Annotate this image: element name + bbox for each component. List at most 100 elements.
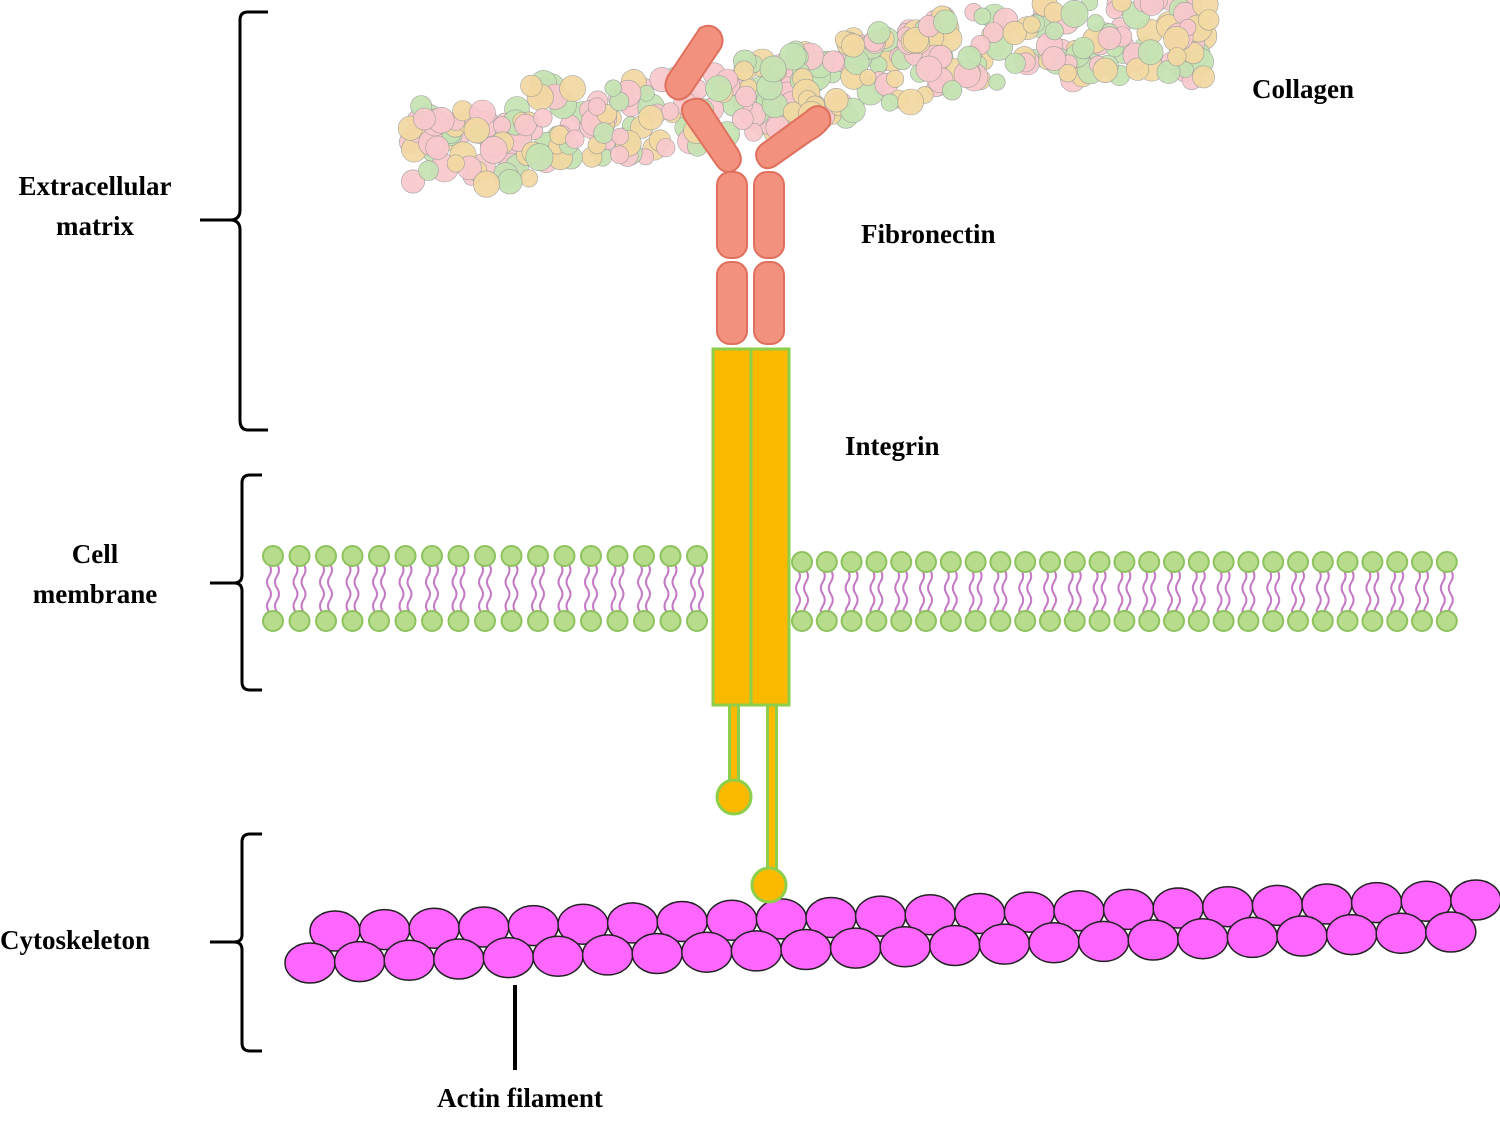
lipid-tail — [1439, 569, 1446, 619]
actin-monomer — [433, 938, 485, 980]
lipid-tail — [1216, 569, 1223, 619]
lipid-tail — [894, 569, 901, 619]
lipid-tail — [398, 563, 405, 613]
lipid-tail — [539, 563, 545, 613]
lipid-tail — [1067, 569, 1074, 619]
lipid-tail — [1241, 569, 1248, 619]
lipid-head — [791, 610, 813, 632]
lipid-head — [288, 610, 311, 632]
collagen-bead — [705, 75, 732, 102]
actin-filament — [284, 879, 1500, 984]
lipid-head — [890, 551, 913, 573]
lipid-tail — [968, 569, 975, 619]
lipid-tail — [1199, 569, 1206, 619]
label-fibronectin: Fibronectin — [861, 219, 996, 249]
lipid-head — [288, 545, 311, 567]
lipid-head — [394, 545, 417, 567]
lipid-head — [659, 610, 682, 632]
lipid-head — [659, 545, 682, 567]
lipid-tail — [951, 569, 958, 619]
lipid-head — [1163, 551, 1185, 573]
lipid-head — [553, 610, 576, 632]
lipid-head — [580, 610, 602, 632]
lipid-tail — [1075, 569, 1082, 619]
lipid-tail — [1117, 569, 1124, 619]
collagen-bead — [400, 169, 425, 194]
lipid-tail — [292, 563, 299, 613]
collagen-bead — [841, 33, 866, 58]
lipid-tail — [1051, 569, 1057, 619]
lipid-head — [915, 551, 937, 573]
label-cell-membrane: Cell membrane — [0, 534, 190, 614]
lipid-tail — [327, 563, 333, 613]
collagen-bead — [1125, 57, 1150, 81]
collagen-bead — [514, 113, 537, 137]
lipid-head — [527, 610, 549, 632]
actin-monomer — [631, 932, 683, 975]
lipid-tail — [852, 569, 859, 619]
lipid-head — [1138, 551, 1161, 573]
fibronectin-segment — [753, 261, 785, 345]
actin-monomer — [284, 942, 336, 984]
lipid-head — [315, 610, 337, 632]
actin-monomer — [1127, 919, 1179, 961]
collagen-bead — [973, 7, 992, 25]
lipid-head — [1336, 551, 1359, 573]
lipid-head — [1262, 551, 1285, 573]
lipid-head — [606, 545, 629, 567]
collagen-bead — [735, 85, 757, 107]
collagen-bead — [604, 79, 622, 97]
lipid-head — [1411, 551, 1433, 573]
lipid-tail — [698, 563, 704, 613]
lipid-tail — [557, 563, 564, 613]
lipid-tail — [592, 563, 598, 613]
lipid-tail — [531, 563, 537, 613]
actin-monomer — [383, 939, 435, 982]
fibronectin-arm-left — [681, 97, 742, 173]
lipid-head — [633, 545, 655, 567]
collagen-bead — [425, 135, 450, 160]
lipid-tail — [504, 563, 511, 613]
lipid-tail — [690, 563, 696, 613]
lipid-tail — [618, 563, 625, 613]
lipid-tail — [1100, 569, 1107, 619]
lipid-head — [1187, 610, 1210, 632]
lipid-head — [686, 610, 708, 632]
lipid-tail — [406, 563, 413, 613]
lipid-tail — [266, 563, 272, 613]
lipid-tail — [1291, 569, 1297, 619]
fibronectin-segment — [716, 171, 748, 259]
collagen-bead — [731, 108, 754, 130]
lipid-head — [840, 551, 863, 573]
integrin-subunit-beta — [749, 347, 791, 707]
lipid-head — [1163, 610, 1185, 632]
actin-monomer — [1325, 913, 1378, 956]
lipid-head — [1113, 551, 1136, 573]
actin-monomer — [730, 930, 783, 972]
lipid-tail — [844, 569, 851, 619]
collagen-bead — [559, 75, 586, 102]
lipid-tail — [1423, 569, 1429, 619]
lipid-tail — [319, 563, 325, 613]
lipid-tail — [565, 563, 572, 613]
collagen-bead — [1167, 47, 1187, 67]
lipid-tail — [1323, 569, 1330, 619]
lipid-tail — [1125, 569, 1132, 619]
lipid-head — [840, 610, 863, 632]
collagen-bead — [610, 145, 629, 165]
collagen-bead — [463, 117, 490, 144]
lipid-tail — [943, 569, 950, 619]
lipid-head — [989, 551, 1012, 573]
collagen-bead — [1086, 14, 1105, 32]
lipid-tail — [1249, 569, 1256, 619]
collagen-bead — [520, 74, 543, 97]
label-integrin: Integrin — [845, 431, 940, 461]
lipid-head — [1039, 551, 1061, 573]
lipid-head — [1435, 610, 1458, 632]
lipid-tail — [795, 569, 801, 619]
collagen-bead — [1137, 39, 1164, 66]
lipid-tail — [274, 563, 280, 613]
collagen-bead — [733, 60, 754, 81]
lipid-head — [1411, 610, 1433, 632]
